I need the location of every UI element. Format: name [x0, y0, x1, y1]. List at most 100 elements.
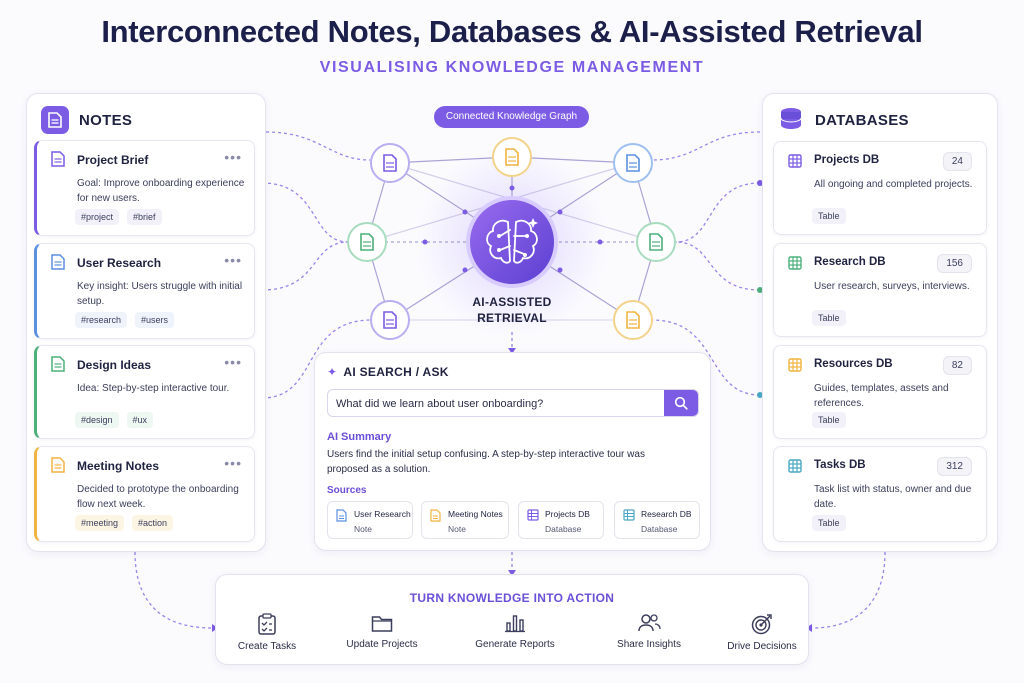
graph-node-note-green-left[interactable] [347, 222, 387, 262]
action-panel-title: TURN KNOWLEDGE INTO ACTION [409, 591, 615, 605]
source-name: Research DB [641, 509, 692, 519]
note-card-body: Decided to prototype the onboarding flow… [77, 484, 239, 510]
search-icon [674, 396, 688, 410]
source-type: Note [354, 524, 372, 534]
page-subtitle: VISUALISING KNOWLEDGE MANAGEMENT [319, 59, 705, 76]
search-button[interactable] [664, 390, 698, 416]
db-card-body: User research, surveys, interviews. [814, 281, 970, 292]
table-icon [788, 154, 802, 168]
ai-search-panel: ✦ AI SEARCH / ASK What did we learn about… [314, 352, 711, 551]
db-count-badge: 24 [942, 152, 972, 171]
note-card-title: Project Brief [77, 153, 149, 167]
more-options-icon[interactable]: ••• [224, 354, 242, 370]
db-card-resources[interactable]: Resources DB 82 Guides, templates, asset… [773, 345, 987, 439]
source-type: Database [641, 524, 678, 534]
note-card-meeting-notes[interactable]: Meeting Notes ••• Decided to prototype t… [34, 446, 255, 542]
db-card-body: Task list with status, owner and due dat… [814, 484, 972, 510]
db-count-badge: 82 [942, 356, 972, 375]
source-chip-projects-db[interactable]: Projects DB Database [518, 501, 604, 539]
brain-icon[interactable] [466, 196, 558, 288]
tag[interactable]: #meeting [75, 515, 125, 531]
notes-panel-header: NOTES [41, 106, 132, 134]
note-icon [51, 151, 65, 167]
graph-node-note-yellow-bottom[interactable] [613, 300, 653, 340]
table-icon [623, 509, 635, 521]
action-share-insights[interactable]: Share Insights [594, 613, 704, 650]
note-card-tags: #design #ux [75, 412, 154, 428]
databases-panel: DATABASES Projects DB 24 All ongoing and… [762, 93, 998, 552]
ai-retrieval-label-line-2: RETRIEVAL [477, 311, 547, 325]
tag[interactable]: #design [75, 412, 119, 428]
more-options-icon[interactable]: ••• [224, 149, 242, 165]
db-card-title: Tasks DB [814, 459, 866, 471]
tag[interactable]: #project [75, 209, 120, 225]
action-generate-reports[interactable]: Generate Reports [460, 613, 570, 650]
db-card-title: Research DB [814, 256, 886, 268]
tag[interactable]: #ux [126, 412, 154, 428]
action-panel: TURN KNOWLEDGE INTO ACTION Create Tasks … [215, 574, 809, 665]
graph-node-note-yellow[interactable] [492, 137, 532, 177]
search-input[interactable]: What did we learn about user onboarding? [327, 389, 699, 417]
target-icon [751, 614, 772, 635]
graph-node-note-purple[interactable] [370, 143, 410, 183]
note-icon [51, 356, 65, 372]
note-card-tags: #meeting #action [75, 515, 174, 531]
note-icon [336, 509, 347, 522]
tag[interactable]: #action [132, 515, 174, 531]
action-label: Create Tasks [237, 641, 297, 652]
source-chip-user-research[interactable]: User Research Note [327, 501, 413, 539]
tag[interactable]: #research [75, 312, 128, 328]
note-icon [430, 509, 441, 522]
bar-chart-icon [505, 615, 525, 633]
table-icon [788, 459, 802, 473]
db-card-tasks[interactable]: Tasks DB 312 Task list with status, owne… [773, 446, 987, 542]
note-card-user-research[interactable]: User Research ••• Key insight: Users str… [34, 243, 255, 339]
db-type-tag: Table [812, 412, 846, 428]
note-card-tags: #project #brief [75, 209, 162, 225]
table-icon [527, 509, 539, 521]
graph-node-note-blue[interactable] [613, 143, 653, 183]
db-card-projects[interactable]: Projects DB 24 All ongoing and completed… [773, 141, 987, 235]
tag[interactable]: #users [135, 312, 175, 328]
notes-panel: NOTES Project Brief ••• Goal: Improve on… [26, 93, 266, 552]
source-name: Meeting Notes [448, 509, 503, 519]
db-count-badge: 312 [937, 457, 972, 476]
ai-search-title: AI SEARCH / ASK [343, 365, 449, 379]
databases-panel-header: DATABASES [777, 106, 909, 134]
more-options-icon[interactable]: ••• [224, 455, 242, 471]
action-create-tasks[interactable]: Create Tasks [212, 613, 322, 652]
note-card-project-brief[interactable]: Project Brief ••• Goal: Improve onboardi… [34, 140, 255, 236]
note-card-body: Idea: Step-by-step interactive tour. [77, 383, 230, 394]
source-chip-meeting-notes[interactable]: Meeting Notes Note [421, 501, 509, 539]
tag[interactable]: #brief [127, 209, 162, 225]
db-card-title: Projects DB [814, 154, 880, 166]
users-icon [638, 614, 661, 632]
note-icon [51, 457, 65, 473]
note-card-design-ideas[interactable]: Design Ideas ••• Idea: Step-by-step inte… [34, 345, 255, 439]
db-type-tag: Table [812, 208, 846, 224]
knowledge-graph-pill: Connected Knowledge Graph [434, 106, 589, 128]
databases-panel-title: DATABASES [815, 111, 909, 129]
action-label: Share Insights [617, 639, 681, 650]
sources-label: Sources [327, 485, 367, 496]
note-card-title: Meeting Notes [77, 459, 160, 473]
source-name: Projects DB [545, 509, 590, 519]
db-type-tag: Table [812, 310, 846, 326]
table-icon [788, 256, 802, 270]
note-card-tags: #research #users [75, 312, 175, 328]
folder-icon [371, 616, 393, 632]
action-update-projects[interactable]: Update Projects [327, 613, 437, 650]
source-chip-research-db[interactable]: Research DB Database [614, 501, 700, 539]
action-drive-decisions[interactable]: Drive Decisions [707, 613, 817, 652]
more-options-icon[interactable]: ••• [224, 252, 242, 268]
ai-summary-text: Users find the initial setup confusing. … [327, 449, 645, 475]
graph-node-note-purple-bottom[interactable] [370, 300, 410, 340]
sparkle-icon: ✦ [327, 365, 338, 379]
db-card-research[interactable]: Research DB 156 User research, surveys, … [773, 243, 987, 337]
note-card-body: Goal: Improve onboarding experience for … [77, 178, 245, 204]
graph-node-note-green-right[interactable] [636, 222, 676, 262]
table-icon [788, 358, 802, 372]
search-query-text[interactable]: What did we learn about user onboarding? [336, 398, 544, 410]
ai-retrieval-label: AI-ASSISTED RETRIEVAL [442, 294, 582, 326]
